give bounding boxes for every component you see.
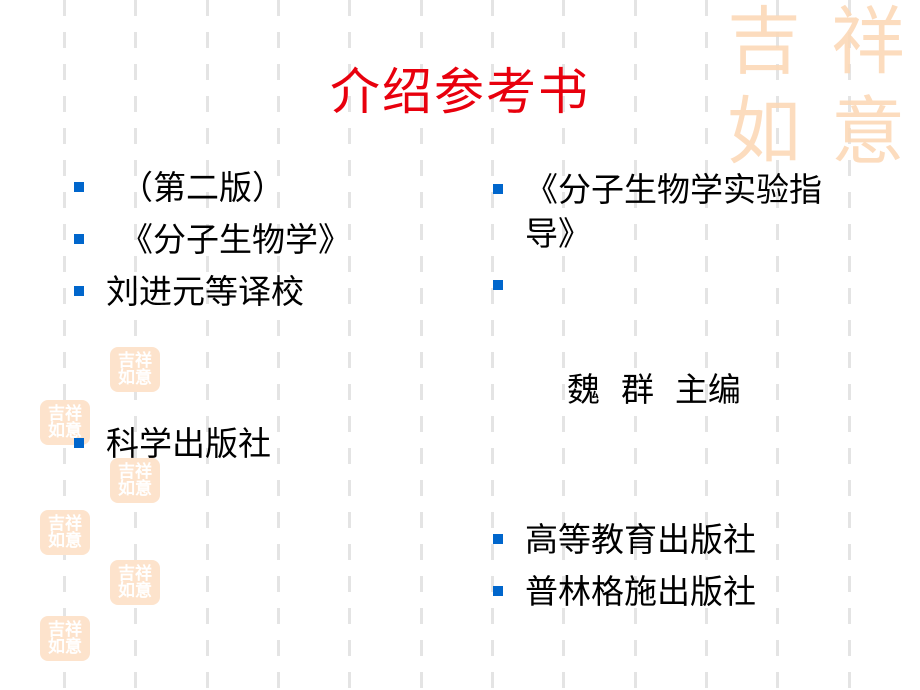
seal-watermark-large: 吉 祥 如 意: [712, 0, 920, 180]
list-item: 高等教育出版社: [493, 514, 822, 566]
dashed-gridline: [134, 0, 137, 690]
list-item: 科学出版社: [74, 418, 351, 470]
list-item-text: 普林格施出版社: [525, 572, 756, 611]
dashed-gridline: [848, 0, 851, 690]
list-item-text: 刘进元等译校: [106, 272, 304, 311]
seal-stamp-icon: 吉祥如意: [40, 616, 90, 661]
list-item: 普林格施出版社: [493, 566, 822, 618]
list-item-text: 科学出版社: [106, 424, 271, 463]
list-item-text: 魏 群 主编: [566, 370, 741, 409]
list-item-text: 高等教育出版社: [525, 520, 756, 559]
seal-stamp-icon: 吉祥如意: [40, 510, 90, 555]
list-item: 刘进元等译校: [74, 266, 351, 318]
seal-stamp-icon: 吉祥如意: [110, 560, 160, 605]
list-item-text: （第二版）: [120, 168, 285, 207]
dashed-gridline: [348, 0, 351, 690]
seal-stamp-icon: 吉祥如意: [110, 347, 160, 392]
seal-char: 如: [727, 89, 801, 175]
dashed-gridline: [420, 0, 423, 690]
right-column: 《分子生物学实验指 导》 魏 群 主编 高等教育出版社 普林格施出版社: [493, 164, 822, 618]
square-bullet-icon: [493, 184, 503, 194]
list-item: 魏 群 主编: [493, 260, 822, 468]
square-bullet-icon: [74, 438, 84, 448]
list-item-continuation: 导》: [493, 208, 822, 260]
list-item-text: 《分子生物学实验指: [525, 170, 822, 209]
square-bullet-icon: [493, 534, 503, 544]
dashed-gridline: [705, 0, 708, 690]
square-bullet-icon: [493, 280, 503, 290]
seal-stamp-icon: 吉祥如意: [40, 400, 90, 445]
square-bullet-icon: [74, 286, 84, 296]
seal-stamp-icon: 吉祥如意: [110, 458, 160, 503]
dashed-gridline: [634, 0, 637, 690]
dashed-gridline: [277, 0, 280, 690]
list-item-text: 《分子生物学》: [120, 220, 351, 259]
list-item: （第二版）: [74, 162, 351, 214]
dashed-gridline: [63, 0, 66, 690]
seal-char: 意: [831, 89, 905, 175]
dashed-gridline: [491, 0, 494, 690]
dashed-gridline: [776, 0, 779, 690]
list-item: 《分子生物学》: [74, 214, 351, 266]
slide-title: 介绍参考书: [330, 63, 590, 121]
dashed-gridline: [206, 0, 209, 690]
square-bullet-icon: [74, 182, 84, 192]
dashed-gridline: [562, 0, 565, 690]
left-column: （第二版） 《分子生物学》 刘进元等译校 科学出版社: [74, 162, 351, 470]
square-bullet-icon: [493, 586, 503, 596]
list-item: 《分子生物学实验指: [493, 164, 822, 216]
seal-char: 祥: [831, 0, 905, 85]
list-item-text: 导》: [525, 214, 591, 253]
seal-char: 吉: [727, 0, 801, 85]
square-bullet-icon: [74, 234, 84, 244]
